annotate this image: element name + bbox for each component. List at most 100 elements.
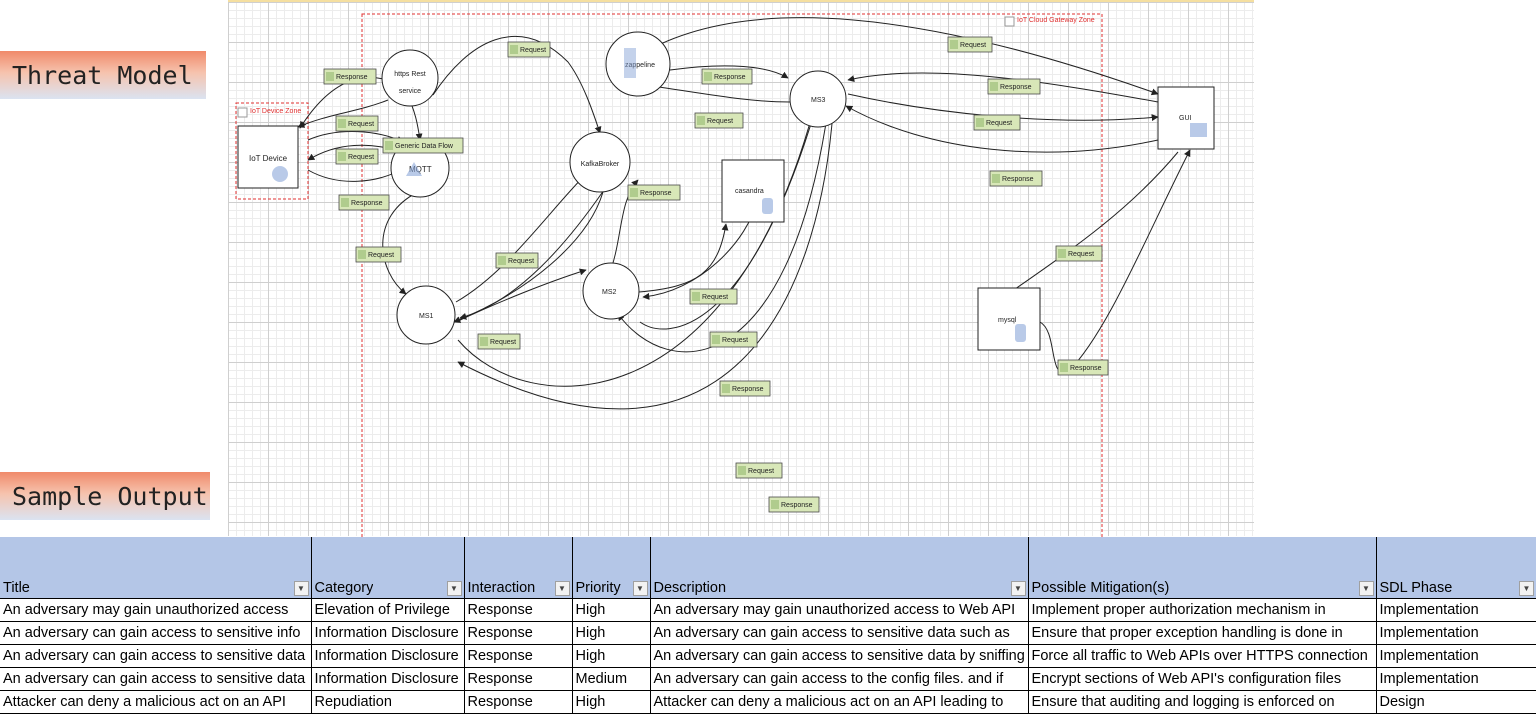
flow-label-request[interactable]: Request bbox=[335, 115, 379, 132]
flow-label-text: Response bbox=[1002, 176, 1034, 183]
table-cell[interactable]: Response bbox=[463, 597, 573, 622]
filter-dropdown-icon[interactable]: ▼ bbox=[1519, 580, 1534, 596]
flow-label-response[interactable]: Response bbox=[989, 170, 1043, 187]
table-cell[interactable]: Implementation bbox=[1375, 620, 1536, 645]
filter-dropdown-icon[interactable]: ▼ bbox=[1010, 580, 1026, 596]
table-cell[interactable]: Attacker can deny a malicious act on an … bbox=[0, 689, 312, 714]
column-header[interactable]: Description▼ bbox=[650, 537, 1029, 599]
flow-label-response[interactable]: Response bbox=[1057, 359, 1109, 376]
table-cell[interactable]: An adversary may gain unauthorized acces… bbox=[649, 597, 1029, 622]
table-cell[interactable]: High bbox=[571, 643, 651, 668]
table-cell[interactable]: Implementation bbox=[1375, 597, 1536, 622]
filter-dropdown-icon[interactable]: ▼ bbox=[554, 580, 570, 596]
table-cell[interactable]: An adversary can gain access to the conf… bbox=[649, 666, 1029, 691]
flow-label-generic[interactable]: Generic Data Flow bbox=[382, 137, 464, 154]
device-zone[interactable]: IoT Device Zone bbox=[235, 102, 309, 200]
filter-dropdown-icon[interactable]: ▼ bbox=[446, 580, 462, 596]
table-cell[interactable]: Implementation bbox=[1375, 666, 1536, 691]
flow-label-request[interactable]: Request bbox=[709, 331, 758, 348]
flow-label-request[interactable]: Request bbox=[689, 288, 738, 305]
flow-label-text: Response bbox=[336, 74, 368, 81]
table-cell[interactable]: Medium bbox=[571, 666, 651, 691]
table-cell[interactable]: Ensure that proper exception handling is… bbox=[1027, 620, 1377, 645]
casandra-node[interactable]: casandra bbox=[721, 159, 785, 223]
gui-label: GUI bbox=[1179, 115, 1192, 122]
table-cell[interactable]: Design bbox=[1375, 689, 1536, 714]
table-cell[interactable]: An adversary can gain access to sensitiv… bbox=[649, 643, 1029, 668]
flow-label-request[interactable]: Request bbox=[694, 112, 744, 129]
flow-label-request[interactable]: Request bbox=[973, 114, 1021, 131]
table-row[interactable]: An adversary can gain access to sensitiv… bbox=[0, 666, 1536, 691]
column-header[interactable]: Title ▼ bbox=[0, 537, 312, 599]
table-cell[interactable]: Response bbox=[463, 689, 573, 714]
table-cell[interactable]: An adversary can gain access to sensitiv… bbox=[0, 620, 312, 645]
table-row[interactable]: An adversary may gain unauthorized acces… bbox=[0, 597, 1536, 622]
column-header[interactable]: Possible Mitigation(s)▼ bbox=[1028, 537, 1377, 599]
flow-label-response[interactable]: Response bbox=[338, 194, 390, 211]
table-cell[interactable]: Elevation of Privilege bbox=[310, 597, 465, 622]
table-cell[interactable]: Information Disclosure bbox=[310, 666, 465, 691]
flow-label-request[interactable]: Request bbox=[507, 41, 551, 58]
flow-label-response[interactable]: Response bbox=[768, 496, 820, 513]
flow-label-response[interactable]: Response bbox=[627, 184, 681, 201]
ms1-node[interactable]: MS1 bbox=[396, 285, 456, 345]
table-cell[interactable]: High bbox=[571, 597, 651, 622]
kafka-node[interactable]: KafkaBroker bbox=[569, 131, 631, 193]
table-cell[interactable]: Information Disclosure bbox=[310, 620, 465, 645]
table-cell[interactable]: Response bbox=[463, 643, 573, 668]
zeppeline-node[interactable]: zappeline bbox=[605, 31, 671, 97]
table-cell[interactable]: An adversary may gain unauthorized acces… bbox=[0, 597, 312, 622]
table-row[interactable]: Attacker can deny a malicious act on an … bbox=[0, 689, 1536, 714]
flow-label-request[interactable]: Request bbox=[495, 252, 539, 269]
table-cell[interactable]: An adversary can gain access to sensitiv… bbox=[0, 643, 312, 668]
threat-model-label: Threat Model bbox=[0, 51, 206, 99]
flow-label-request[interactable]: Request bbox=[1055, 245, 1103, 262]
column-header[interactable]: Interaction▼ bbox=[464, 537, 573, 599]
flow-label-response[interactable]: Response bbox=[719, 380, 771, 397]
cloud-zone[interactable]: IoT Cloud Gateway Zone bbox=[361, 13, 1103, 538]
flow-label-response[interactable]: Response bbox=[323, 68, 377, 85]
filter-dropdown-icon[interactable]: ▼ bbox=[632, 580, 648, 596]
table-row[interactable]: An adversary can gain access to sensitiv… bbox=[0, 620, 1536, 645]
gui-node[interactable]: GUI bbox=[1157, 86, 1215, 150]
flow-label-text: Request bbox=[348, 121, 374, 128]
filter-dropdown-icon[interactable]: ▼ bbox=[1358, 580, 1374, 596]
column-header[interactable]: Priority▼ bbox=[572, 537, 651, 599]
flow-label-response[interactable]: Response bbox=[987, 78, 1041, 95]
mysql-node[interactable]: mysql bbox=[977, 287, 1041, 351]
flow-label-request[interactable]: Request bbox=[355, 246, 402, 263]
table-cell[interactable]: An adversary can gain access to sensitiv… bbox=[0, 666, 312, 691]
flow-label-response[interactable]: Response bbox=[701, 68, 753, 85]
iot-device-node[interactable]: IoT Device bbox=[237, 125, 299, 189]
flow-label-request[interactable]: Request bbox=[735, 462, 783, 479]
table-cell[interactable]: Response bbox=[463, 666, 573, 691]
table-cell[interactable]: Attacker can deny a malicious act on an … bbox=[649, 689, 1029, 714]
threat-model-diagram[interactable]: IoT Device Zone IoT Cloud Gateway Zone bbox=[228, 0, 1254, 538]
flow-label-request[interactable]: Request bbox=[477, 333, 521, 350]
table-row[interactable]: An adversary can gain access to sensitiv… bbox=[0, 643, 1536, 668]
table-cell[interactable]: Implement proper authorization mechanism… bbox=[1027, 597, 1377, 622]
table-cell[interactable]: Encrypt sections of Web API's configurat… bbox=[1027, 666, 1377, 691]
table-cell[interactable]: Response bbox=[463, 620, 573, 645]
filter-dropdown-icon[interactable]: ▼ bbox=[293, 580, 309, 596]
sample-output-text: Sample Output bbox=[12, 481, 208, 511]
ms2-node[interactable]: MS2 bbox=[582, 262, 640, 320]
flow-label-request[interactable]: Request bbox=[947, 36, 993, 53]
https-node[interactable]: https Rest service bbox=[381, 49, 439, 107]
ms3-node[interactable]: MS3 bbox=[789, 70, 847, 128]
table-cell[interactable]: An adversary can gain access to sensitiv… bbox=[649, 620, 1029, 645]
table-cell[interactable]: Information Disclosure bbox=[310, 643, 465, 668]
table-cell[interactable]: Implementation bbox=[1375, 643, 1536, 668]
sample-output-label: Sample Output bbox=[0, 472, 210, 520]
column-header[interactable]: SDL Phase▼ bbox=[1376, 537, 1536, 599]
column-header-label: Title bbox=[3, 579, 30, 596]
threat-table[interactable]: Title▼Category▼Interaction▼Priority▼Desc… bbox=[0, 537, 1536, 714]
table-cell[interactable]: High bbox=[571, 620, 651, 645]
column-header[interactable]: Category▼ bbox=[311, 537, 465, 599]
flow-label-request[interactable]: Request bbox=[335, 148, 379, 165]
table-cell[interactable]: High bbox=[571, 689, 651, 714]
table-cell[interactable]: Force all traffic to Web APIs over HTTPS… bbox=[1027, 643, 1377, 668]
table-cell[interactable]: Ensure that auditing and logging is enfo… bbox=[1027, 689, 1377, 714]
mqtt-node[interactable]: MQTT bbox=[390, 138, 450, 198]
table-cell[interactable]: Repudiation bbox=[310, 689, 465, 714]
